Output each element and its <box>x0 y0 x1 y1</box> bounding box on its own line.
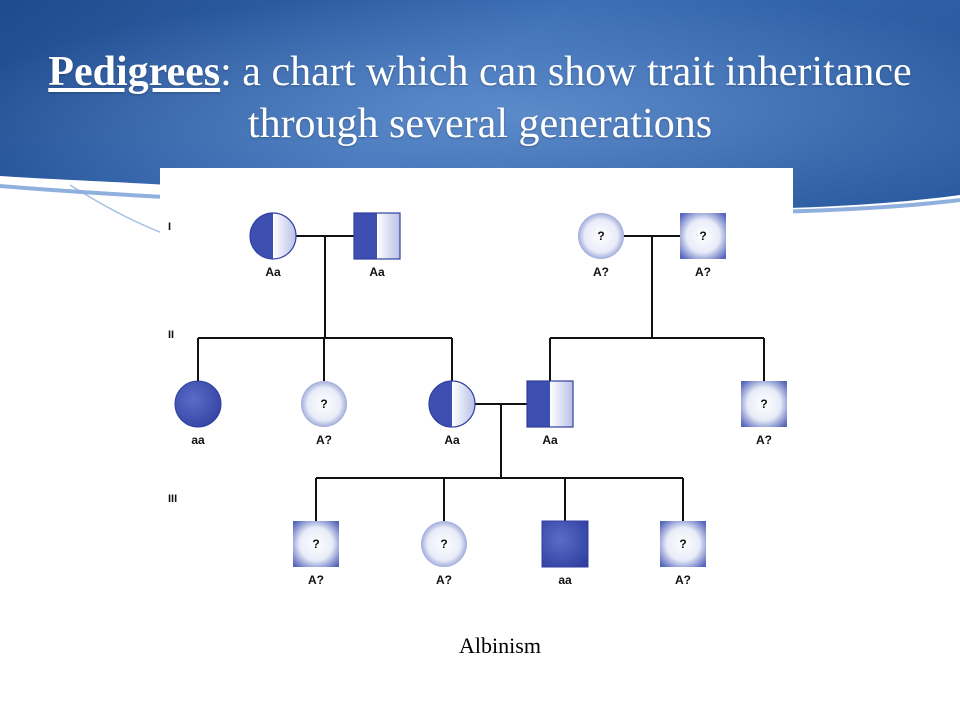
unknown-mark: ? <box>440 537 447 551</box>
male-symbol <box>680 213 726 259</box>
individual-i-2: Aa <box>353 212 401 279</box>
title-term: Pedigrees <box>48 49 221 95</box>
female-symbol <box>301 381 347 427</box>
genotype-label: A? <box>308 573 324 587</box>
female-symbol <box>578 213 624 259</box>
male-symbol <box>541 520 589 568</box>
male-symbol <box>526 380 574 428</box>
unknown-mark: ? <box>320 397 327 411</box>
generation-label: II <box>168 329 174 341</box>
genotype-label: A? <box>695 265 711 279</box>
genotype-label: Aa <box>542 433 558 447</box>
individual-iii-2: ? A? <box>421 521 467 587</box>
male-symbol <box>660 521 706 567</box>
individual-i-3: ? A? <box>578 213 624 279</box>
genotype-label: A? <box>436 573 452 587</box>
individual-ii-1: aa <box>174 380 222 447</box>
individual-i-4: ? A? <box>680 213 726 279</box>
male-symbol <box>353 212 401 260</box>
female-symbol <box>421 521 467 567</box>
genotype-label: Aa <box>265 265 281 279</box>
genotype-label: A? <box>593 265 609 279</box>
generation-label: I <box>168 221 171 233</box>
individual-ii-3: Aa <box>428 380 476 447</box>
slide-title: Pedigrees: a chart which can show trait … <box>20 46 940 150</box>
unknown-mark: ? <box>760 397 767 411</box>
genotype-label: A? <box>756 433 772 447</box>
figure-caption: Albinism <box>459 633 541 658</box>
individual-ii-4: Aa <box>526 380 574 447</box>
unknown-mark: ? <box>679 537 686 551</box>
genotype-label: A? <box>316 433 332 447</box>
genotype-label: Aa <box>369 265 385 279</box>
unknown-mark: ? <box>597 229 604 243</box>
genotype-label: aa <box>558 573 572 587</box>
individual-ii-2: ? A? <box>301 381 347 447</box>
individual-iii-3: aa <box>541 520 589 587</box>
male-symbol <box>293 521 339 567</box>
individual-iii-4: ? A? <box>660 521 706 587</box>
female-symbol <box>174 380 222 428</box>
individual-i-1: Aa <box>249 212 297 279</box>
genotype-label: Aa <box>444 433 460 447</box>
individual-iii-1: ? A? <box>293 521 339 587</box>
unknown-mark: ? <box>699 229 706 243</box>
title-definition: : a chart which can show trait inheritan… <box>220 49 912 147</box>
unknown-mark: ? <box>312 537 319 551</box>
female-symbol <box>428 380 476 428</box>
male-symbol <box>741 381 787 427</box>
header-glow <box>0 0 960 210</box>
generation-label: III <box>168 493 177 505</box>
genotype-label: A? <box>675 573 691 587</box>
individual-ii-5: ? A? <box>741 381 787 447</box>
genotype-label: aa <box>191 433 205 447</box>
female-symbol <box>249 212 297 260</box>
